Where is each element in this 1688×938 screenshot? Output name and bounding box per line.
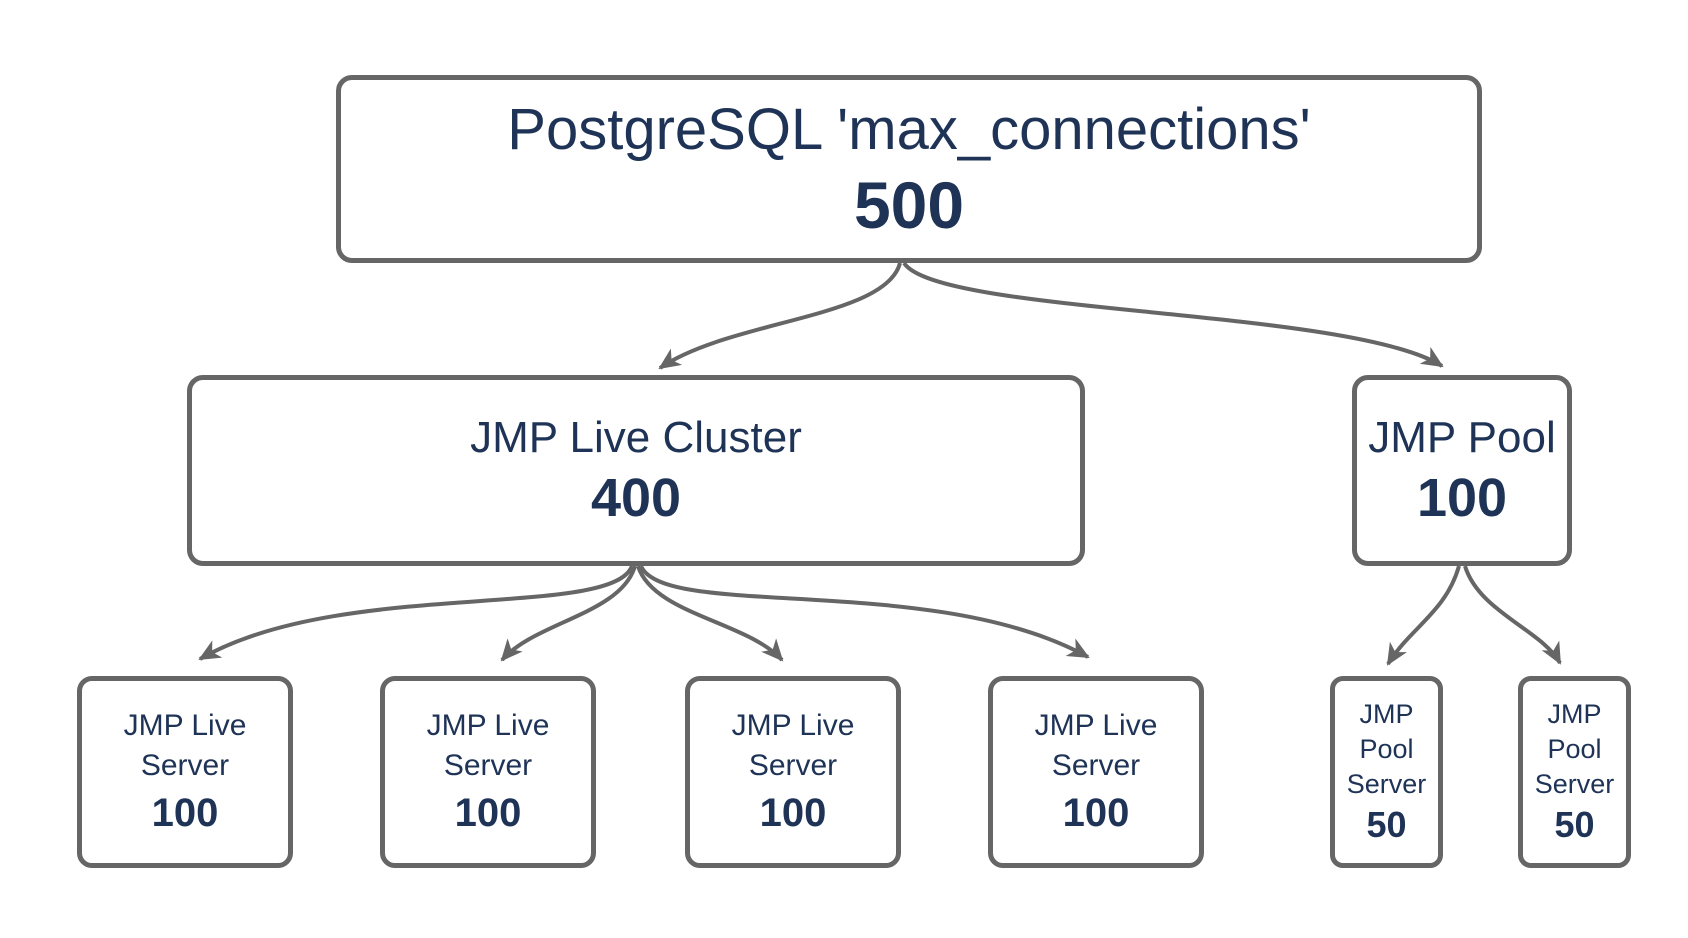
edge-root-to-pool [902,261,1444,368]
node-value: 50 [1554,804,1595,846]
edge-cluster-to-server-1 [198,565,634,661]
node-value: 50 [1366,804,1407,846]
node-label: JMP Live Server [1034,708,1158,783]
node-value: 100 [759,790,827,835]
node-value: 100 [151,790,219,835]
node-jmp-live-server-4: JMP Live Server 100 [988,676,1204,868]
node-jmp-pool: JMP Pool 100 [1352,375,1572,566]
node-value: 500 [853,168,965,243]
node-jmp-pool-server-1: JMP Pool Server 50 [1330,676,1443,868]
node-jmp-live-server-3: JMP Live Server 100 [685,676,901,868]
node-label: JMP Live Cluster [470,412,802,462]
edge-cluster-to-server-3 [636,565,784,662]
node-label: JMP Pool Server [1534,698,1615,800]
edge-pool-to-pool-server-2 [1463,565,1562,665]
node-label: JMP Pool Server [1346,698,1427,800]
node-label: JMP Live Server [426,708,550,783]
node-postgresql-max-connections: PostgreSQL 'max_connections' 500 [336,75,1482,263]
node-jmp-live-cluster: JMP Live Cluster 400 [187,375,1085,566]
node-value: 100 [1062,790,1130,835]
edge-pool-to-pool-server-1 [1386,565,1461,666]
node-jmp-pool-server-2: JMP Pool Server 50 [1518,676,1631,868]
node-value: 100 [454,790,522,835]
node-label: JMP Live Server [123,708,247,783]
node-label: JMP Pool [1368,412,1556,462]
node-jmp-live-server-1: JMP Live Server 100 [77,676,293,868]
edge-cluster-to-server-4 [639,565,1090,659]
edge-cluster-to-server-2 [500,565,637,662]
edge-root-to-cluster [658,262,902,370]
node-label: JMP Live Server [731,708,855,783]
node-label: PostgreSQL 'max_connections' [507,96,1311,162]
node-jmp-live-server-2: JMP Live Server 100 [380,676,596,868]
node-value: 400 [590,468,682,529]
node-value: 100 [1416,468,1508,529]
